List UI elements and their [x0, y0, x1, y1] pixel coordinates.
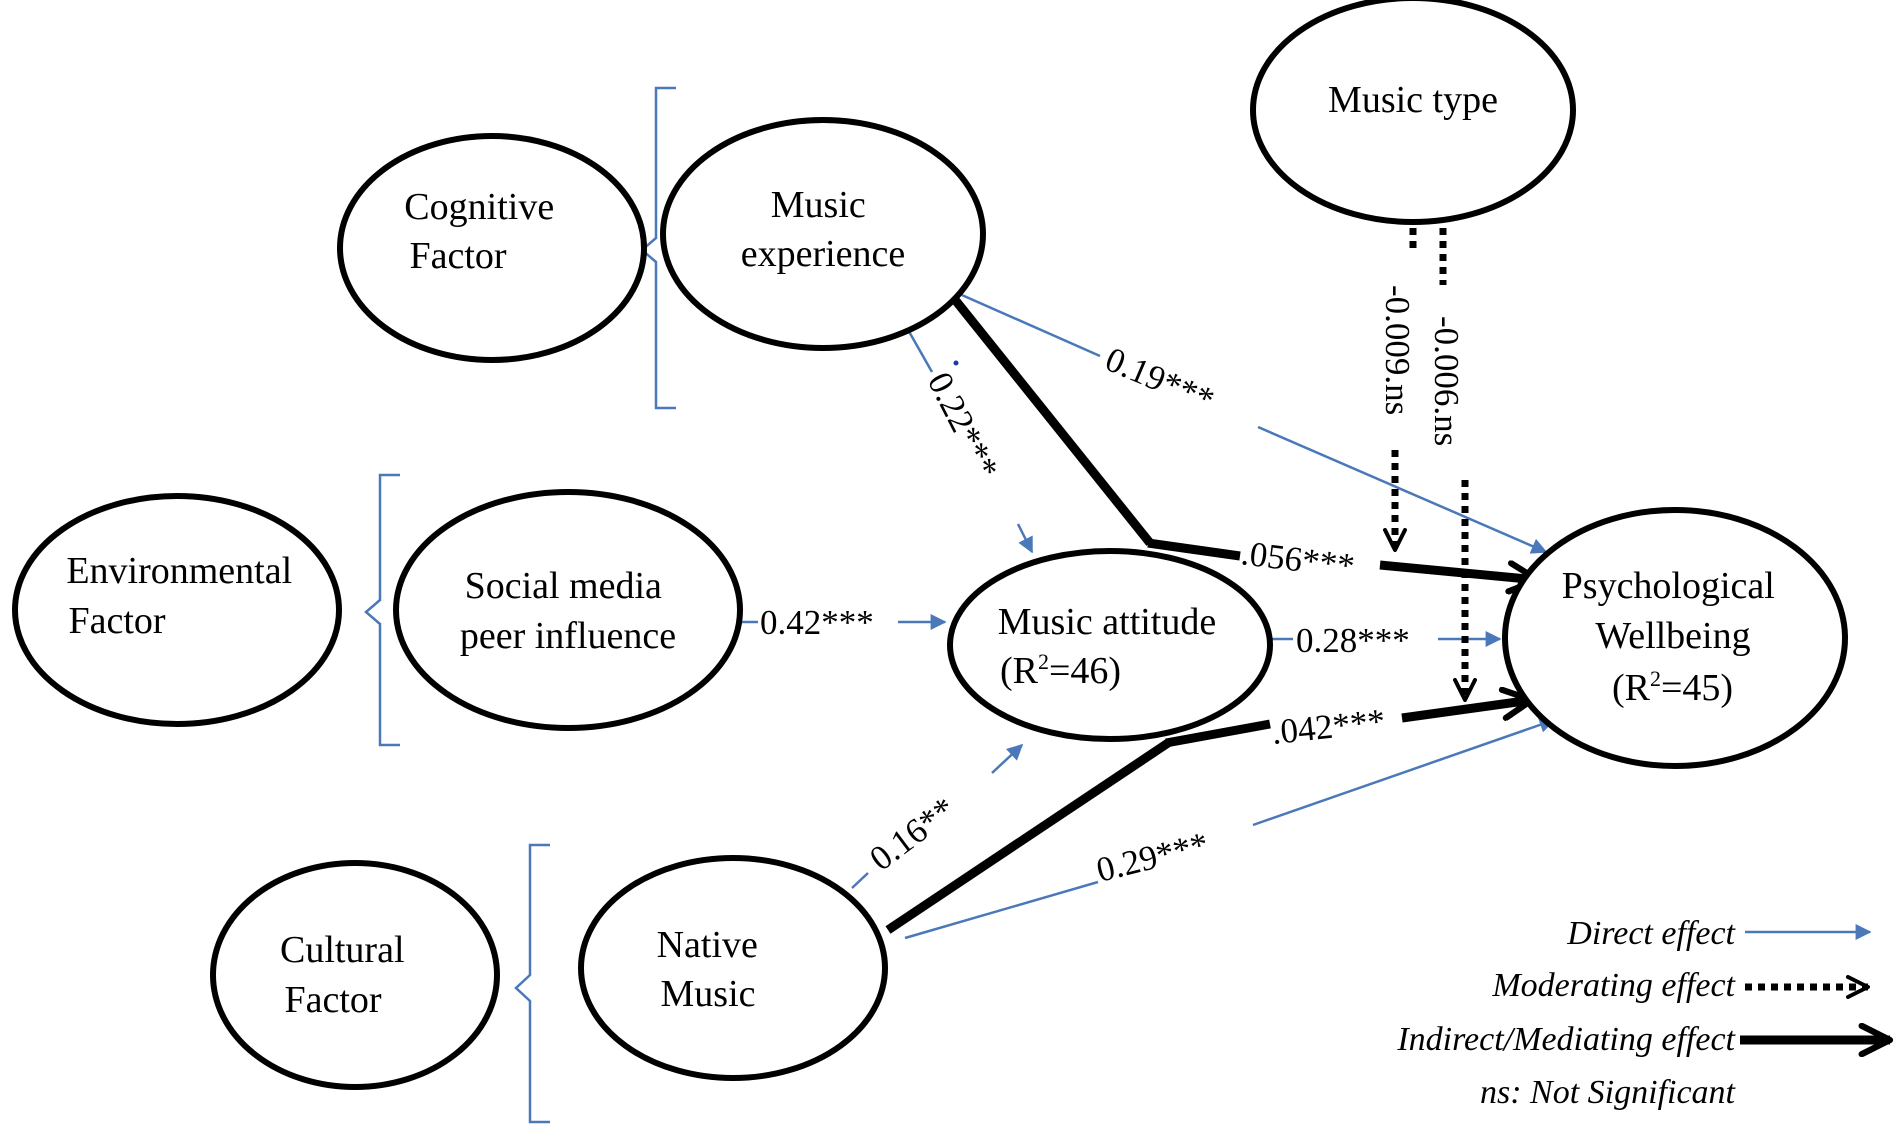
path-experience-to-attitude — [905, 327, 934, 373]
path-experience-to-wellbeing — [954, 290, 1101, 358]
node-music-experience-line-2: experience — [741, 233, 906, 275]
path-native-to-wellbeing-tail — [1252, 717, 1556, 827]
coef-experience-to-wellbeing: 0.19*** — [1100, 339, 1220, 419]
node-psychological-wellbeing-line-1: Psychological — [1562, 565, 1775, 607]
node-social-media-line-1: Social media — [465, 565, 662, 607]
node-music-experience — [660, 117, 986, 351]
node-cultural-factor — [210, 860, 500, 1090]
node-music-attitude — [947, 548, 1273, 742]
legend-ns-note: ns: Not Significant — [1480, 1074, 1737, 1111]
node-native-music-line-1: Native — [657, 924, 758, 966]
node-cultural-factor-line-1: Cultural — [280, 929, 405, 971]
coef-experience-to-attitude: 0.22*** — [920, 366, 1006, 485]
coef-experience-mediated: .056*** — [1239, 533, 1357, 586]
node-psychological-wellbeing-r2-sup: 2 — [1650, 666, 1661, 691]
node-music-attitude-r2: (R2=46) — [1000, 649, 1121, 692]
path-native-to-wellbeing — [904, 880, 1099, 940]
path-native-to-attitude-tip — [991, 743, 1024, 774]
node-psychological-wellbeing-line-2: Wellbeing — [1595, 615, 1750, 657]
coef-attitude-to-wellbeing: 0.28*** — [1296, 621, 1410, 660]
node-environmental-factor-line-1: Environmental — [66, 550, 292, 592]
node-cognitive-factor-line-1: Cognitive — [404, 186, 554, 228]
path-native-to-attitude — [851, 872, 869, 889]
node-psychological-wellbeing-r2-close: =45) — [1661, 667, 1733, 709]
node-music-experience-label: Music experience — [741, 184, 906, 275]
node-music-type-label: Music type — [1328, 79, 1498, 121]
legend-moderating-label: Moderating effect — [1491, 967, 1736, 1004]
node-psychological-wellbeing-label: Psychological Wellbeing — [1562, 565, 1785, 657]
node-environmental-factor-label: Environmental Factor — [66, 550, 301, 642]
coef-moderation-2: -0.006.ns — [1427, 316, 1466, 446]
node-psychological-wellbeing-r2-open: (R — [1612, 667, 1651, 709]
node-music-attitude-line-1: Music attitude — [998, 601, 1216, 643]
node-native-music-label: Native Music — [657, 924, 768, 1015]
path-experience-to-attitude-tip — [1016, 523, 1034, 554]
environmental-brace — [364, 473, 400, 747]
node-music-attitude-r2-sup: 2 — [1038, 649, 1049, 674]
blue-dot — [953, 360, 959, 366]
node-music-type — [1250, 0, 1576, 225]
node-music-attitude-r2-close: =46) — [1049, 650, 1121, 692]
mediation-native-link — [1165, 719, 1271, 748]
path-experience-to-wellbeing-tail — [1257, 425, 1548, 554]
node-music-attitude-r2-open: (R — [1000, 650, 1039, 692]
mediation-experience-arrow — [1379, 565, 1538, 580]
node-environmental-factor-line-2: Factor — [68, 600, 165, 642]
node-cultural-factor-label: Cultural Factor — [280, 929, 414, 1021]
node-music-experience-line-1: Music — [771, 184, 866, 226]
node-native-music-line-2: Music — [661, 973, 756, 1015]
mediation-native-arrow — [1401, 700, 1532, 723]
coef-native-to-attitude: 0.16** — [862, 789, 962, 878]
mediation-native-segment — [885, 739, 1171, 934]
coef-social-to-attitude: 0.42*** — [760, 603, 874, 642]
coef-native-to-wellbeing: 0.29*** — [1093, 824, 1213, 889]
coef-moderation-1: -0.009.ns — [1378, 285, 1417, 415]
node-music-attitude-label: Music attitude — [998, 601, 1216, 643]
node-cultural-factor-line-2: Factor — [284, 979, 381, 1021]
node-social-media — [393, 489, 743, 731]
node-cognitive-factor-label: Cognitive Factor — [404, 186, 563, 277]
node-environmental-factor — [12, 493, 342, 727]
node-social-media-label: Social media peer influence — [460, 565, 676, 657]
node-cognitive-factor — [337, 133, 647, 363]
node-psychological-wellbeing — [1502, 507, 1848, 769]
cultural-brace — [514, 843, 550, 1124]
mediation-experience-link — [1147, 538, 1241, 561]
legend-direct-label: Direct effect — [1566, 915, 1736, 952]
legend-mediating-label: Indirect/Mediating effect — [1396, 1021, 1736, 1058]
node-cognitive-factor-line-2: Factor — [409, 235, 506, 277]
node-music-type-line-1: Music type — [1328, 79, 1498, 121]
mediation-experience-segment — [948, 293, 1154, 546]
node-psychological-wellbeing-r2: (R2=45) — [1612, 666, 1733, 709]
legend: Direct effect Moderating effect Indirect… — [1396, 915, 1890, 1111]
coef-native-mediated: .042*** — [1270, 701, 1387, 752]
node-native-music — [578, 855, 888, 1081]
node-social-media-line-2: peer influence — [460, 615, 676, 657]
